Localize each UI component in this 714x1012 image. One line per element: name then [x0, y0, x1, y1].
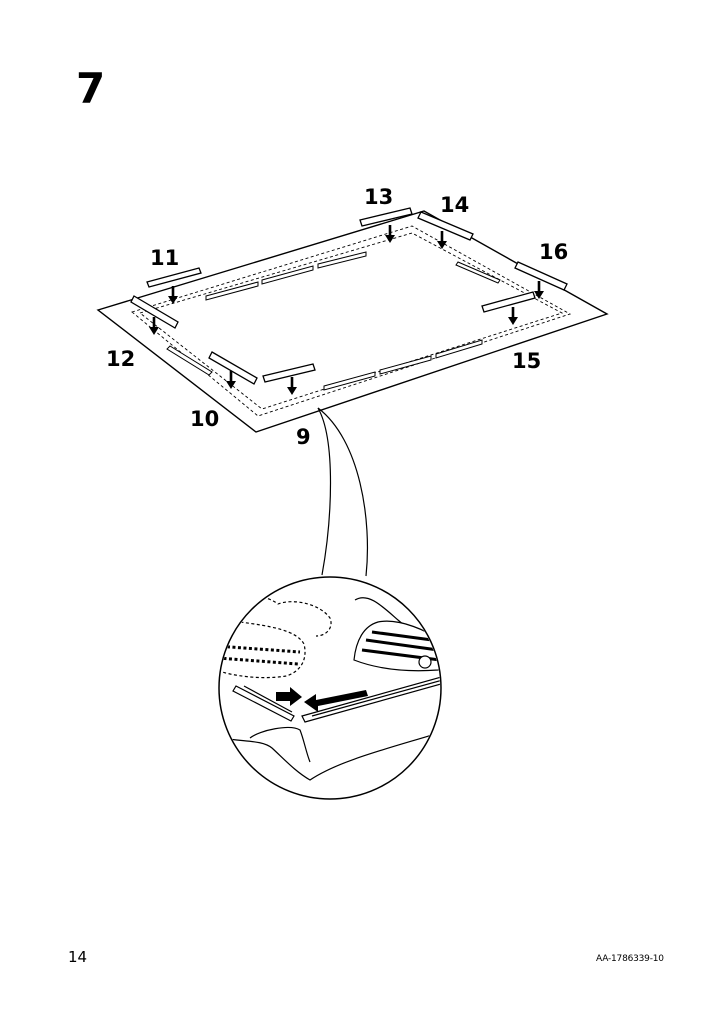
callout-label-12: 12	[106, 347, 135, 371]
strip-16	[514, 261, 568, 291]
callout-label-11: 11	[150, 246, 179, 270]
step-number: 7	[76, 64, 106, 113]
dashed-placement-outline	[131, 225, 572, 417]
mat-sheet	[96, 210, 609, 433]
zoom-leader	[317, 407, 369, 577]
callout-label-16: 16	[539, 240, 568, 264]
placed-strips	[166, 251, 501, 391]
strip-10	[208, 351, 258, 385]
callout-label-13: 13	[364, 185, 393, 209]
strip-15	[481, 291, 536, 313]
strip-14	[417, 211, 474, 241]
callout-label-10: 10	[190, 407, 219, 431]
callout-label-15: 15	[512, 349, 541, 373]
callout-label-9: 9	[296, 425, 311, 449]
strip-13	[359, 207, 413, 227]
page-number: 14	[68, 948, 88, 966]
detail-circle	[218, 576, 442, 800]
strip-11	[146, 267, 202, 288]
strip-pieces	[130, 207, 568, 385]
callout-label-14: 14	[440, 193, 469, 217]
strip-9	[262, 363, 316, 383]
strip-12	[130, 295, 179, 329]
document-code: AA-1786339-10	[596, 954, 664, 964]
